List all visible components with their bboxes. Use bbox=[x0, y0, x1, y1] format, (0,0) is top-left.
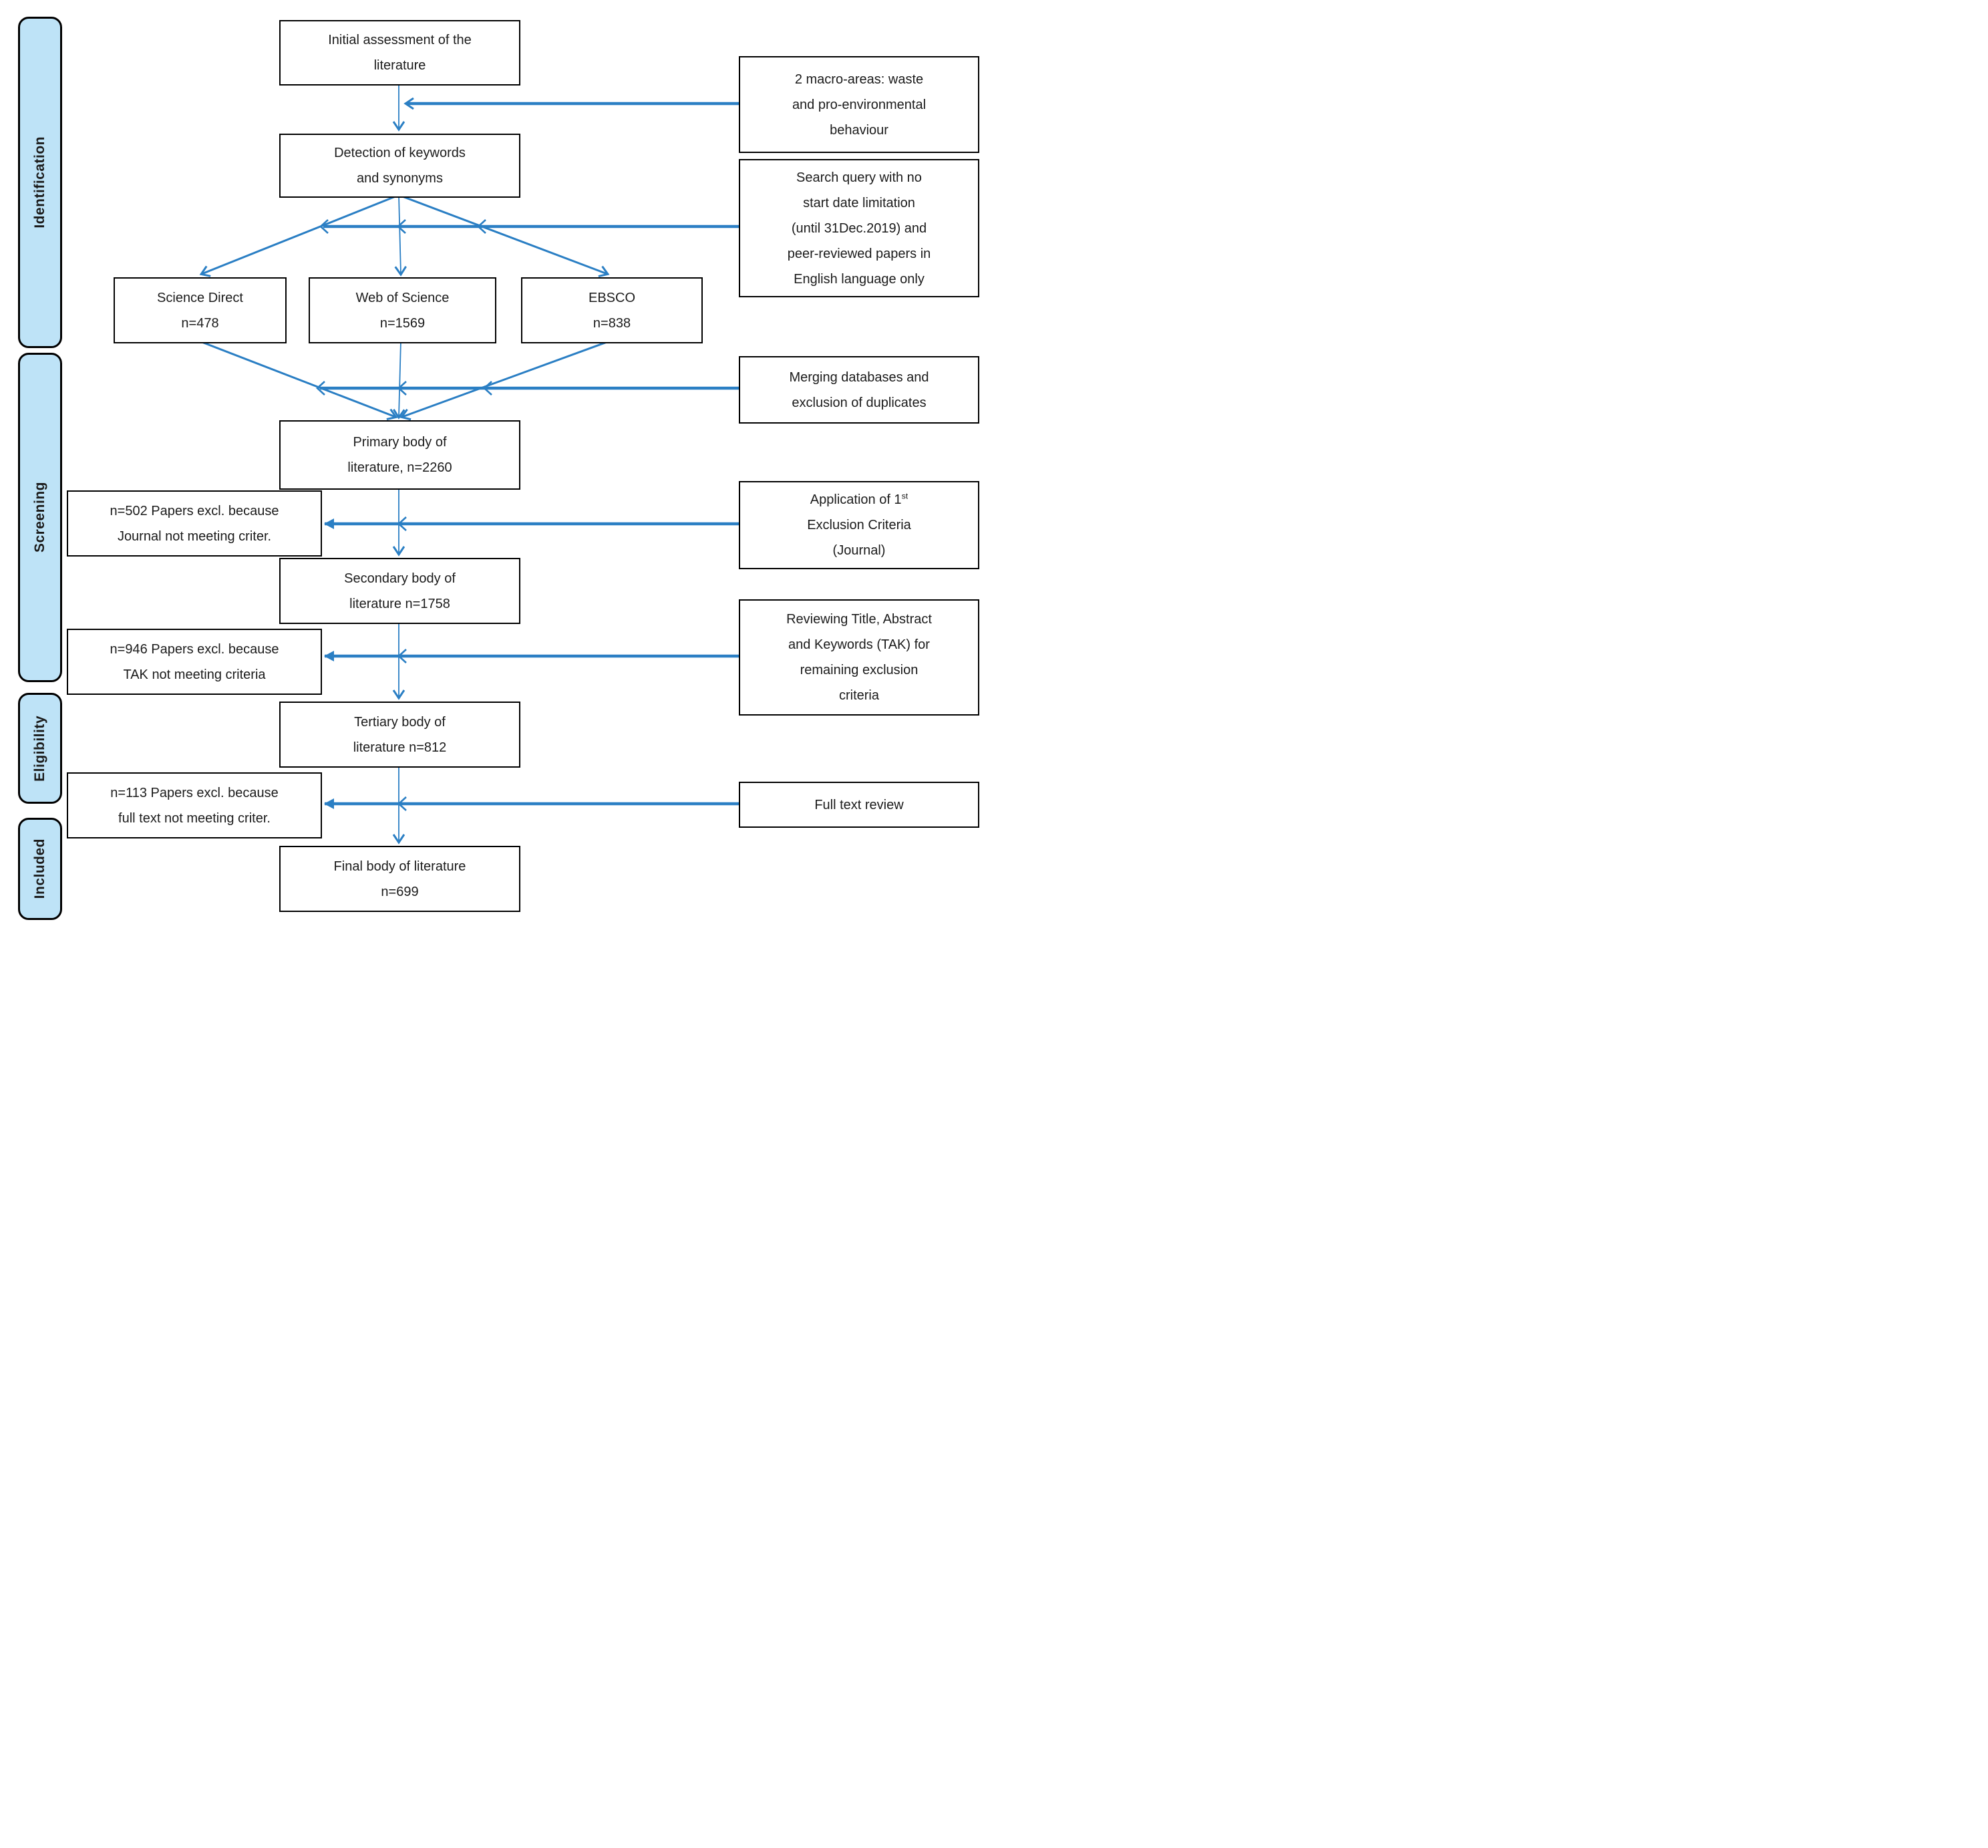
chevron bbox=[477, 219, 486, 234]
stage-label: Screening bbox=[32, 482, 47, 553]
box-text: full text not meeting criter. bbox=[118, 810, 271, 826]
box-text: Primary body of bbox=[353, 435, 447, 450]
box-text: Exclusion Criteria bbox=[807, 518, 911, 532]
chevron bbox=[397, 649, 407, 663]
box-text: n=699 bbox=[381, 884, 419, 899]
box-text: remaining exclusion bbox=[800, 663, 919, 677]
box-text: (Journal) bbox=[832, 543, 886, 558]
box-text: Detection of keywords bbox=[334, 146, 466, 160]
box-text: and Keywords (TAK) for bbox=[788, 637, 930, 652]
box-text: Reviewing Title, Abstract bbox=[786, 612, 932, 627]
stage-included: Included bbox=[18, 818, 62, 920]
database-name: EBSCO bbox=[588, 290, 636, 305]
initial-assessment-box: Initial assessment of the literature bbox=[279, 20, 520, 86]
box-text: Application of 1st bbox=[810, 487, 908, 512]
box-text: Journal not meeting criter. bbox=[117, 528, 272, 544]
ebsco-box: EBSCO n=838 bbox=[521, 277, 703, 343]
box-text: n=502 Papers excl. because bbox=[110, 503, 279, 518]
stage-label: Eligibility bbox=[32, 715, 47, 782]
box-text: literature, n=2260 bbox=[347, 460, 452, 475]
chevron bbox=[319, 219, 329, 234]
box-text: criteria bbox=[838, 688, 879, 703]
database-count: n=1569 bbox=[379, 315, 426, 331]
database-count: n=478 bbox=[181, 315, 219, 331]
web-of-science-box: Web of Science n=1569 bbox=[309, 277, 496, 343]
arrow-ebsco-to-primary bbox=[399, 339, 611, 421]
stage-eligibility: Eligibility bbox=[18, 693, 62, 804]
box-text: n=113 Papers excl. because bbox=[110, 785, 279, 800]
box-text: n=946 Papers excl. because bbox=[110, 641, 279, 657]
box-text: literature n=812 bbox=[353, 740, 447, 755]
box-text: Search query with no bbox=[796, 170, 922, 185]
primary-body-box: Primary body of literature, n=2260 bbox=[279, 420, 520, 490]
exclusion-tak-box: n=946 Papers excl. because TAK not meeti… bbox=[67, 629, 322, 695]
chevron bbox=[316, 381, 325, 396]
secondary-body-box: Secondary body of literature n=1758 bbox=[279, 558, 520, 624]
chevron bbox=[397, 516, 407, 531]
merging-note-box: Merging databases and exclusion of dupli… bbox=[739, 356, 979, 424]
box-text: Final body of literature bbox=[333, 859, 466, 874]
arrow-web-of-science-to-primary bbox=[393, 340, 405, 420]
superscript-st: st bbox=[901, 491, 908, 501]
connector-layer bbox=[198, 83, 740, 844]
box-text-part: Application of 1 bbox=[810, 492, 902, 507]
database-name: Science Direct bbox=[157, 290, 243, 305]
first-criteria-note-box: Application of 1st Exclusion Criteria (J… bbox=[739, 481, 979, 569]
box-text: Merging databases and bbox=[789, 369, 929, 385]
tak-review-note-box: Reviewing Title, Abstract and Keywords (… bbox=[739, 599, 979, 716]
stage-identification: Identification bbox=[18, 17, 62, 348]
box-text: start date limitation bbox=[803, 195, 915, 210]
science-direct-box: Science Direct n=478 bbox=[114, 277, 287, 343]
stage-label: Identification bbox=[32, 136, 47, 228]
keyword-detection-box: Detection of keywords and synonyms bbox=[279, 134, 520, 198]
arrow-detection-to-science-direct bbox=[199, 194, 399, 277]
box-text: peer-reviewed papers in bbox=[787, 246, 931, 261]
crossing-chevrons bbox=[316, 219, 492, 811]
stage-label: Included bbox=[32, 838, 47, 899]
box-text: exclusion of duplicates bbox=[792, 395, 927, 410]
box-text: literature bbox=[373, 58, 426, 73]
chevron bbox=[397, 219, 406, 234]
tertiary-body-box: Tertiary body of literature n=812 bbox=[279, 702, 520, 768]
box-text: and pro-environmental bbox=[792, 97, 927, 112]
box-text: Tertiary body of bbox=[354, 714, 446, 730]
box-text: TAK not meeting criteria bbox=[123, 667, 266, 682]
database-name: Web of Science bbox=[355, 290, 450, 305]
search-query-note-box: Search query with no start date limitati… bbox=[739, 159, 979, 297]
box-text: Secondary body of bbox=[344, 571, 456, 586]
macro-areas-note-box: 2 macro-areas: waste and pro-environment… bbox=[739, 56, 979, 153]
box-text: Full text review bbox=[814, 797, 904, 812]
box-text: Initial assessment of the bbox=[328, 33, 472, 47]
box-text: (until 31Dec.2019) and bbox=[791, 220, 927, 236]
box-text: 2 macro-areas: waste bbox=[794, 71, 924, 87]
database-count: n=838 bbox=[593, 315, 631, 331]
final-body-box: Final body of literature n=699 bbox=[279, 846, 520, 912]
prisma-flow-diagram: Identification Screening Eligibility Inc… bbox=[0, 0, 994, 924]
chevron bbox=[397, 796, 407, 811]
chevron bbox=[483, 381, 492, 396]
flow-arrows bbox=[198, 83, 740, 844]
exclusion-fulltext-box: n=113 Papers excl. because full text not… bbox=[67, 772, 322, 838]
box-text: literature n=1758 bbox=[349, 596, 450, 611]
fulltext-review-note-box: Full text review bbox=[739, 782, 979, 828]
chevron bbox=[397, 381, 407, 396]
exclusion-journal-box: n=502 Papers excl. because Journal not m… bbox=[67, 490, 322, 557]
stage-screening: Screening bbox=[18, 353, 62, 682]
arrow-science-direct-to-primary bbox=[198, 339, 398, 420]
box-text: behaviour bbox=[830, 122, 888, 138]
arrow-detection-to-ebsco bbox=[398, 194, 610, 278]
box-text: and synonyms bbox=[357, 171, 443, 186]
box-text: English language only bbox=[794, 271, 925, 287]
arrow-detection-to-web-of-science bbox=[394, 194, 407, 277]
